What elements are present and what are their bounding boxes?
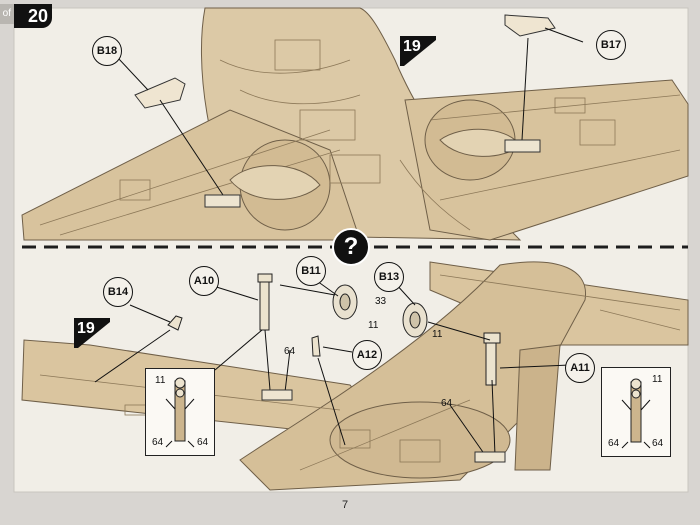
detail-right-64-a: 64	[608, 438, 620, 449]
wheel-b11	[332, 284, 358, 320]
label-64-main: 64	[284, 346, 296, 357]
callout-a11: A11	[565, 353, 595, 383]
question-mark-icon: ?	[332, 228, 370, 266]
label-11-wheel: 11	[368, 320, 379, 331]
part-a12	[311, 335, 321, 357]
callout-a12: A12	[352, 340, 382, 370]
reference-step-19-bottom: 19	[74, 318, 113, 348]
part-b18	[134, 77, 186, 109]
callout-a10: A10	[189, 266, 219, 296]
detail-left-64-a: 64	[152, 437, 164, 448]
label-64-right-gear: 64	[441, 398, 453, 409]
detail-right-64-b: 64	[652, 438, 664, 449]
gear-leg-a10	[257, 273, 273, 331]
label-33: 33	[375, 296, 387, 307]
b18-mount	[204, 194, 241, 208]
callout-b11: B11	[296, 256, 326, 286]
wheel-b13	[402, 302, 428, 338]
part-b17	[504, 14, 556, 37]
a10-mount	[261, 389, 293, 401]
part-b14	[167, 315, 183, 331]
upper-airframe	[21, 7, 689, 241]
page-number: 7	[342, 499, 349, 511]
callout-b14: B14	[103, 277, 133, 307]
detail-inset-right: 11 64 64	[601, 367, 671, 457]
detail-right-11: 11	[652, 374, 663, 385]
a11-mount	[474, 451, 506, 463]
detail-left-11: 11	[155, 375, 166, 386]
callout-b17: B17	[596, 30, 626, 60]
detail-left-64-b: 64	[197, 437, 209, 448]
reference-step-19-bottom-text: 19	[77, 320, 95, 337]
reference-step-19-top-text: 19	[403, 38, 421, 55]
upper-leader-lines	[117, 27, 584, 199]
lower-leader-lines	[94, 275, 571, 456]
reference-step-19-top: 19	[400, 36, 439, 66]
label-11-wheel-2: 11	[432, 329, 443, 340]
detail-inset-left: 11 64 64	[145, 368, 215, 456]
callout-b13: B13	[374, 262, 404, 292]
callout-b18: B18	[92, 36, 122, 66]
step-number: 20	[14, 4, 52, 28]
b17-mount	[504, 139, 541, 153]
